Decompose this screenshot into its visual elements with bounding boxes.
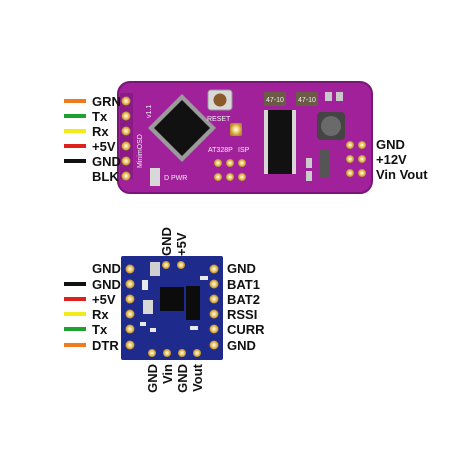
wire-rx: [64, 129, 86, 133]
top-board-edge: [117, 81, 373, 194]
bottom-top-header: [162, 261, 185, 269]
wire-b-rx: [64, 312, 86, 316]
reset-button: [207, 89, 233, 111]
top-label-tx: Tx: [92, 109, 108, 124]
top-vertical-label-gnd: GND: [159, 227, 174, 256]
d-silk: D: [164, 175, 169, 182]
inductor: [317, 112, 345, 140]
capacitor-1-silk: 47-10: [266, 97, 284, 104]
bottom-left-header: [125, 264, 135, 350]
top-vertical-label-5v: +5V: [174, 232, 189, 256]
bottom-right-header: [209, 264, 219, 350]
bottom-label-gnd-2: GND: [92, 277, 121, 292]
capacitor-2: [296, 92, 318, 106]
bottom-vertical-label-gnd-2: GND: [175, 364, 190, 393]
bottom-right-label-curr: CURR: [227, 322, 265, 337]
capacitor-1: [264, 92, 286, 106]
wire-tx: [64, 114, 86, 118]
wire-gnd: [64, 159, 86, 163]
max7456-chip: [264, 110, 296, 174]
bottom-label-rx: Rx: [92, 307, 109, 322]
smd-b: [150, 328, 156, 332]
wire-b-tx: [64, 327, 86, 331]
smd-a: [140, 322, 146, 326]
top-label-blk: BLK: [92, 169, 119, 184]
bottom-wires: [64, 282, 86, 347]
wire-b-gnd: [64, 282, 86, 286]
top-right-header: [346, 141, 366, 177]
wire-5v: [64, 144, 86, 148]
bottom-label-dtr: DTR: [92, 338, 119, 353]
smd-e: [142, 280, 148, 290]
bottom-right-label-bat1: BAT1: [227, 277, 260, 292]
micro-osd-board: [121, 256, 223, 360]
crystal: [143, 300, 153, 314]
smd-3: [320, 150, 330, 178]
top-right-label-vin-vout: Vin Vout: [376, 167, 428, 182]
smd-1: [306, 158, 312, 168]
micro-chip: [160, 287, 184, 311]
bottom-right-label-bat2: BAT2: [227, 292, 260, 307]
capacitor-2-silk: 47-10: [298, 97, 316, 104]
top-left-header: [120, 93, 133, 181]
component-small-1: [325, 92, 332, 101]
bottom-bottom-labels: GND Vin GND Vout: [145, 363, 205, 393]
regulator: [150, 262, 160, 276]
video-chip: [186, 286, 200, 320]
pwr-silk: PWR: [171, 175, 187, 182]
bottom-vertical-label-gnd-1: GND: [145, 364, 160, 393]
smd-d: [200, 276, 208, 280]
bottom-right-label-gnd-2: GND: [227, 338, 256, 353]
pwr-jumper: [150, 168, 160, 186]
bottom-vertical-label-vout: Vout: [190, 363, 205, 392]
bottom-label-tx: Tx: [92, 322, 108, 337]
minimosd-board: MinimOSD v1.1 RESET 47-10 47-10: [117, 81, 373, 194]
bottom-left-labels: GND GND +5V Rx Tx DTR: [92, 261, 121, 353]
top-right-labels: GND +12V Vin Vout: [376, 137, 428, 182]
bottom-label-5v: +5V: [92, 292, 116, 307]
bottom-right-labels: GND BAT1 BAT2 RSSI CURR GND: [227, 261, 265, 353]
board-version-silk: v1.1: [146, 105, 153, 118]
wire-b-dtr: [64, 343, 86, 347]
top-label-5v: +5V: [92, 139, 116, 154]
top-right-label-gnd: GND: [376, 137, 405, 152]
reset-silk: RESET: [207, 116, 231, 123]
top-wires: [64, 99, 86, 163]
top-label-gnd: GND: [92, 154, 121, 169]
wire-b-5v: [64, 297, 86, 301]
chip-silk: AT328P: [208, 147, 233, 154]
top-label-grn: GRN: [92, 94, 121, 109]
board-name-silk: MinimOSD: [137, 134, 144, 168]
top-label-rx: Rx: [92, 124, 109, 139]
top-right-label-12v: +12V: [376, 152, 407, 167]
smd-2: [306, 171, 312, 181]
wire-grn: [64, 99, 86, 103]
solder-pad: [230, 123, 242, 136]
bottom-label-gnd-1: GND: [92, 261, 121, 276]
isp-header: [214, 159, 246, 181]
component-small-2: [336, 92, 343, 101]
bottom-top-labels: GND +5V: [159, 227, 189, 256]
isp-silk: ISP: [238, 147, 250, 154]
bottom-vertical-label-vin: Vin: [160, 364, 175, 384]
atmega328p-chip: [148, 94, 216, 162]
bottom-right-label-rssi: RSSI: [227, 307, 257, 322]
bottom-right-label-gnd-1: GND: [227, 261, 256, 276]
smd-c: [190, 326, 198, 330]
bottom-bottom-header: [148, 349, 201, 357]
top-left-labels: GRN Tx Rx +5V GND BLK: [92, 94, 121, 184]
